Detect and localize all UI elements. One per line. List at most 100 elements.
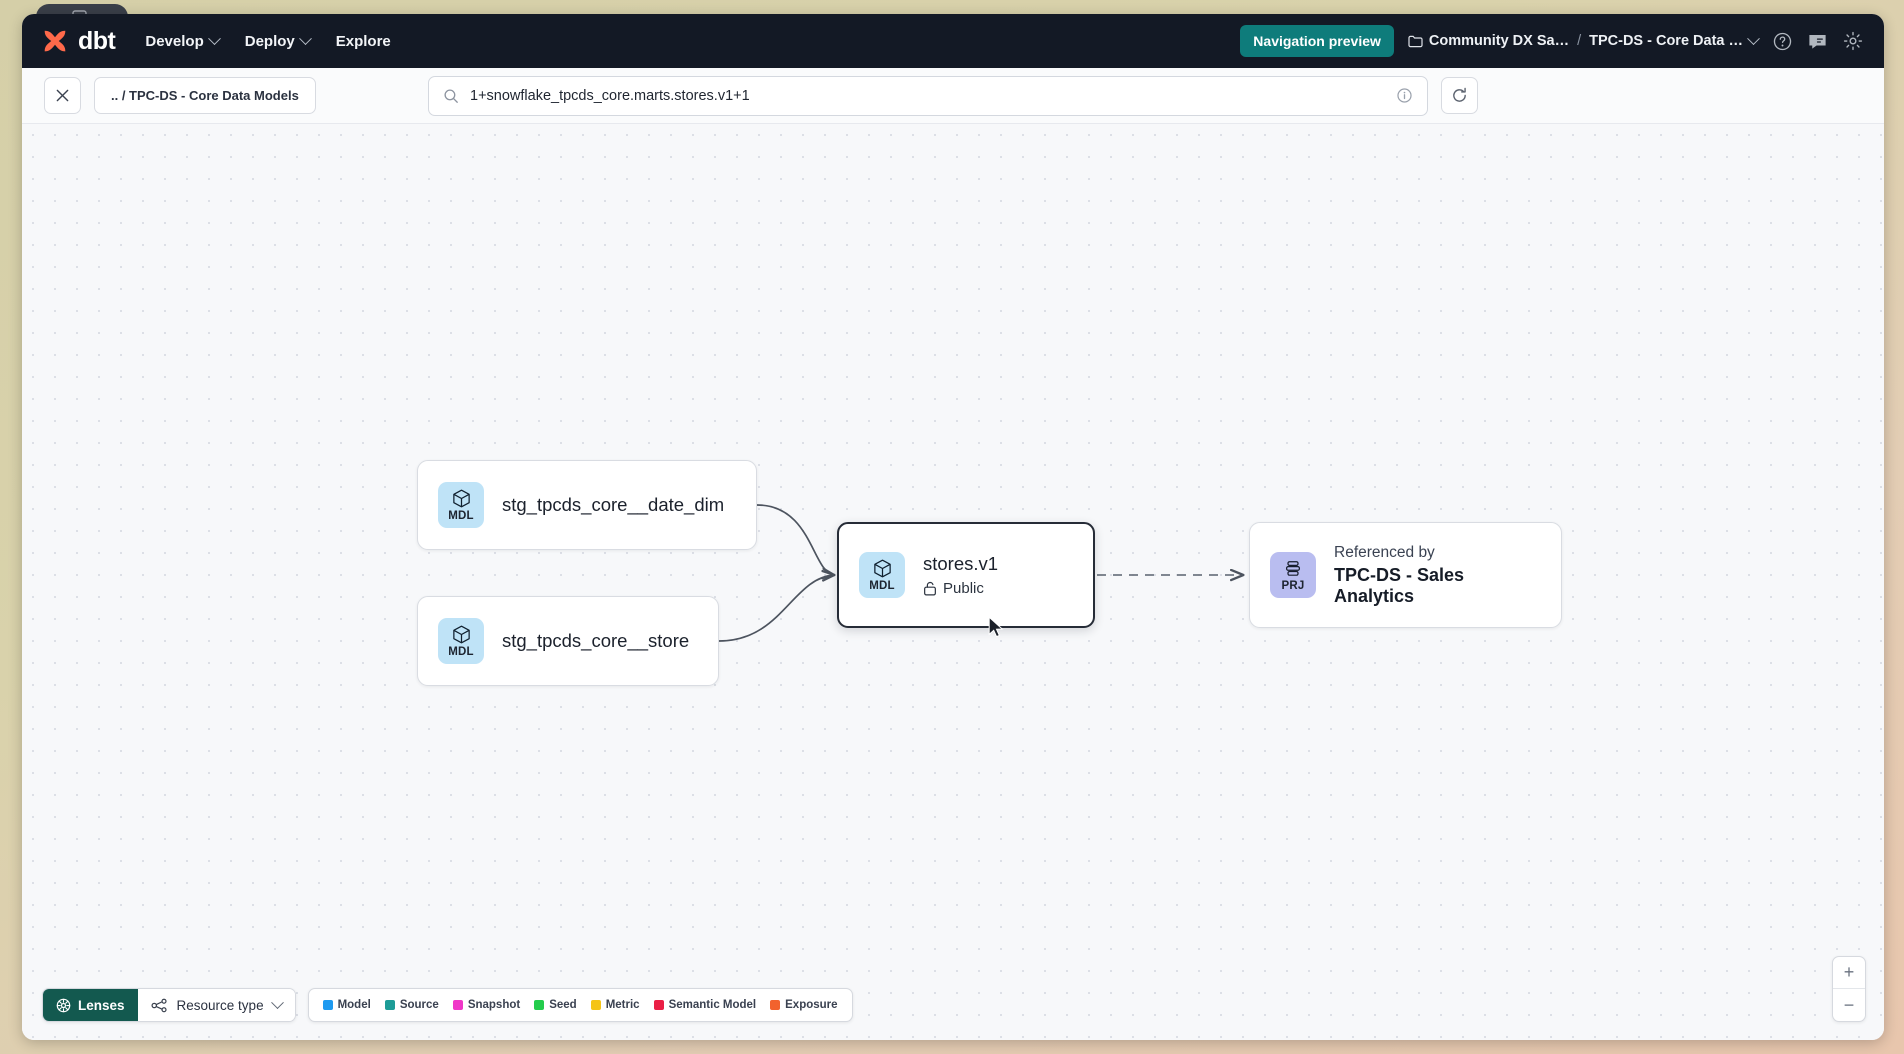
legend-swatch-exposure <box>770 1000 781 1010</box>
top-navigation-bar: dbt Develop Deploy Explore Navigation pr… <box>22 14 1884 68</box>
app-window: dbt Develop Deploy Explore Navigation pr… <box>22 14 1884 1040</box>
info-icon[interactable] <box>1396 87 1413 104</box>
lineage-search-group: 1+snowflake_tpcds_core.marts.stores.v1+1 <box>428 75 1478 116</box>
legend-label: Exposure <box>785 999 838 1011</box>
chevron-down-icon <box>270 995 284 1009</box>
navigation-preview-badge[interactable]: Navigation preview <box>1240 25 1394 57</box>
legend-label: Seed <box>549 999 577 1011</box>
node-title: stg_tpcds_core__date_dim <box>502 494 725 515</box>
edge-store-to-stores <box>718 575 834 642</box>
resource-type-legend: Model Source Snapshot Seed <box>307 988 853 1022</box>
folder-icon <box>1408 35 1423 47</box>
legend-label: Metric <box>605 999 640 1011</box>
nav-link-develop[interactable]: Develop <box>145 31 221 50</box>
primary-nav-links: Develop Deploy Explore <box>145 31 391 50</box>
legend-label: Source <box>399 999 439 1011</box>
legend-label: Semantic Model <box>668 999 757 1011</box>
lineage-search-box[interactable]: 1+snowflake_tpcds_core.marts.stores.v1+1 <box>428 75 1428 116</box>
nav-link-explore-label: Explore <box>335 32 391 50</box>
dbt-x-logo-icon <box>44 30 66 52</box>
zoom-in-button[interactable]: + <box>1833 957 1865 989</box>
edge-date-dim-to-stores <box>756 504 834 575</box>
legend-item-semantic-model: Semantic Model <box>653 999 757 1011</box>
node-text-block: Referenced by TPC-DS - Sales Analytics <box>1334 544 1541 607</box>
nav-link-deploy-label: Deploy <box>244 32 295 50</box>
node-access-label: Public <box>943 580 984 597</box>
node-eyebrow: Referenced by <box>1334 543 1435 561</box>
lenses-group: Lenses Resource type <box>42 988 296 1022</box>
refresh-button[interactable] <box>1441 77 1478 114</box>
resource-type-label: Resource type <box>176 997 264 1013</box>
lineage-node-stores-v1[interactable]: MDL stores.v1 Public <box>837 522 1095 628</box>
legend-swatch-seed <box>534 1000 545 1010</box>
node-title: stores.v1 <box>923 553 999 574</box>
chevron-down-icon <box>1747 31 1760 45</box>
cube-icon <box>452 489 470 508</box>
legend-item-metric: Metric <box>590 999 640 1011</box>
legend-item-seed: Seed <box>534 999 577 1011</box>
model-badge: MDL <box>438 618 484 664</box>
cube-icon <box>873 559 891 578</box>
lineage-canvas[interactable]: MDL stg_tpcds_core__date_dim MDL stg_tpc… <box>22 124 1884 1040</box>
node-text-block: stores.v1 Public <box>923 553 998 597</box>
node-title: TPC-DS - Sales Analytics <box>1334 564 1465 606</box>
help-icon[interactable] <box>1772 31 1793 52</box>
breadcrumb-separator: / <box>1577 33 1582 49</box>
node-access: Public <box>923 580 998 597</box>
breadcrumb-project-label: TPC-DS - Core Data … <box>1589 33 1743 49</box>
node-text-block: stg_tpcds_core__date_dim <box>502 494 724 516</box>
legend-label: Snapshot <box>467 999 521 1011</box>
legend-label: Model <box>337 999 371 1011</box>
dbt-wordmark: dbt <box>78 26 116 55</box>
refresh-icon <box>1453 87 1466 102</box>
node-text-block: stg_tpcds_core__store <box>502 630 689 652</box>
lineage-bottom-bar: Lenses Resource type <box>42 988 853 1022</box>
search-icon <box>444 88 458 103</box>
close-button[interactable] <box>44 77 81 114</box>
lenses-button[interactable]: Lenses <box>43 989 138 1021</box>
model-badge-label: MDL <box>448 646 474 658</box>
nav-right-cluster: Navigation preview Community DX Sa… / TP… <box>1240 25 1864 57</box>
dbt-logo[interactable]: dbt <box>40 26 116 56</box>
legend-item-source: Source <box>384 999 439 1011</box>
breadcrumb-project[interactable]: TPC-DS - Core Data … <box>1589 31 1760 49</box>
project-badge-label: PRJ <box>1281 579 1305 592</box>
model-badge-label: MDL <box>869 580 895 592</box>
chevron-down-icon <box>298 31 312 45</box>
legend-swatch-model <box>322 1000 333 1010</box>
lineage-node-stg-store[interactable]: MDL stg_tpcds_core__store <box>417 596 719 686</box>
feedback-icon[interactable] <box>1807 31 1828 52</box>
lineage-node-stg-date-dim[interactable]: MDL stg_tpcds_core__date_dim <box>417 460 757 550</box>
legend-item-exposure: Exposure <box>770 999 838 1011</box>
lineage-search-input[interactable]: 1+snowflake_tpcds_core.marts.stores.v1+1 <box>470 87 750 104</box>
model-badge: MDL <box>438 482 484 528</box>
lenses-label: Lenses <box>78 997 125 1013</box>
nav-link-explore[interactable]: Explore <box>336 33 391 50</box>
settings-icon[interactable] <box>1842 30 1864 52</box>
breadcrumb-account[interactable]: Community DX Sa… <box>1408 33 1569 49</box>
legend-item-model: Model <box>322 999 371 1011</box>
close-icon <box>56 89 69 102</box>
legend-item-snapshot: Snapshot <box>452 999 521 1011</box>
nodes-icon <box>151 998 167 1012</box>
layers-icon <box>1286 560 1300 576</box>
node-title: stg_tpcds_core__store <box>502 630 690 651</box>
model-badge: MDL <box>859 552 905 598</box>
lineage-breadcrumb-button[interactable]: .. / TPC-DS - Core Data Models <box>94 77 316 114</box>
lens-globe-icon <box>56 998 71 1012</box>
breadcrumb: Community DX Sa… / TPC-DS - Core Data … <box>1408 31 1760 49</box>
legend-swatch-source <box>384 1000 395 1010</box>
lineage-node-sales-analytics-project[interactable]: PRJ Referenced by TPC-DS - Sales Analyti… <box>1249 522 1562 628</box>
unlock-icon <box>924 581 936 596</box>
resource-type-button[interactable]: Resource type <box>137 989 295 1021</box>
legend-swatch-metric <box>590 1000 601 1010</box>
zoom-controls: + − <box>1832 956 1866 1022</box>
nav-link-deploy[interactable]: Deploy <box>244 31 312 50</box>
zoom-out-button[interactable]: − <box>1843 994 1855 1015</box>
model-badge-label: MDL <box>448 510 474 522</box>
cube-icon <box>452 625 470 644</box>
chevron-down-icon <box>207 31 221 45</box>
nav-link-develop-label: Develop <box>145 32 204 50</box>
legend-swatch-snapshot <box>452 1000 463 1010</box>
